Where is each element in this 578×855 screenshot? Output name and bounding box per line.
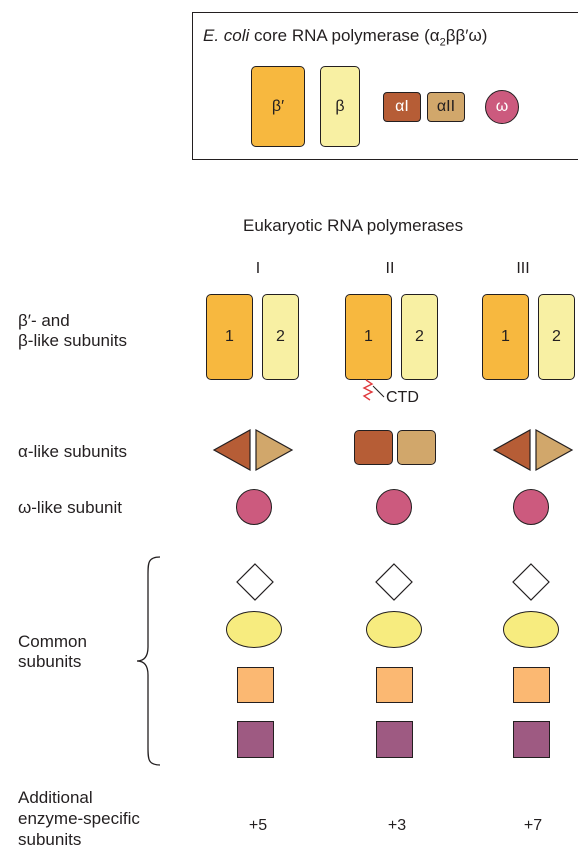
pol-III-additional-count: +7: [523, 817, 543, 834]
column-header-III: III: [516, 260, 530, 277]
pol-I-omega-circle: [236, 489, 272, 525]
pol-I-subunit-1-label: 1: [225, 328, 234, 345]
pol-III-alpha-left-triangle: [492, 428, 531, 472]
pol-II-omega-circle: [376, 489, 412, 525]
pol-II-diamond: [375, 563, 413, 601]
pol-III-diamond-subunit: [512, 563, 550, 601]
eukaryotic-heading: Eukaryotic RNA polymerases: [243, 216, 464, 235]
pol-I-alpha-like-subunits: [212, 428, 294, 472]
pol-III-orange-square-subunit: [513, 667, 550, 703]
pol-II-ellipse-subunit: [366, 611, 422, 648]
pol-III-diamond: [512, 563, 550, 601]
pol-II-subunit-1-label: 1: [364, 328, 373, 345]
ecoli-title: E. coli core RNA polymerase (α2ββ′ω): [203, 26, 487, 48]
ecoli-beta-prime-label: β′: [271, 97, 285, 115]
pol-II-alpha2-square: [397, 430, 436, 465]
ecoli-title-species: E. coli: [203, 26, 250, 45]
pol-II-subunit-2-label: 2: [415, 328, 424, 345]
pol-I-subunit-2-label: 2: [276, 328, 285, 345]
ecoli-alpha2-subunit: αII: [427, 92, 465, 122]
pol-III-large-subunit-2: 2: [538, 294, 575, 380]
ecoli-alpha1-label: αI: [395, 98, 409, 115]
row-label-beta-like-line1: β′- and: [18, 311, 70, 330]
ecoli-alpha2-label: αII: [436, 98, 456, 115]
pol-III-large-subunit-1: 1: [482, 294, 529, 380]
ecoli-title-text: core RNA polymerase (α: [249, 26, 440, 45]
pol-III-subunit-1-label: 1: [501, 328, 510, 345]
ecoli-title-end: ββ′ω): [445, 26, 488, 45]
pol-III-subunit-2-label: 2: [552, 328, 561, 345]
row-label-additional-line1: Additional: [18, 788, 93, 807]
pol-II-large-subunit-1: 1: [345, 294, 392, 380]
pol-I-orange-square-subunit: [237, 667, 274, 703]
column-header-II: II: [385, 260, 395, 277]
pol-I-large-subunit-1: 1: [206, 294, 253, 380]
row-label-common: Common subunits: [18, 632, 87, 672]
ctd-leader-line: [372, 385, 385, 398]
row-label-additional-line3: subunits: [18, 830, 82, 849]
pol-II-large-subunit-2: 2: [401, 294, 438, 380]
pol-I-purple-square-subunit: [237, 721, 274, 758]
ecoli-alpha1-subunit: αI: [383, 92, 421, 122]
pol-I-diamond: [236, 563, 274, 601]
pol-II-additional-count: +3: [387, 817, 407, 834]
pol-III-alpha-like-subunits: [492, 428, 574, 472]
common-subunits-brace: [136, 556, 161, 766]
row-label-beta-like: β′- and β-like subunits: [18, 311, 127, 351]
ctd-squiggle: [362, 379, 374, 401]
brace-path: [136, 556, 161, 766]
ctd-label: CTD: [386, 389, 419, 406]
ecoli-omega-subunit: ω: [485, 90, 519, 124]
row-label-additional-line2: enzyme-specific: [18, 809, 140, 828]
ctd-tail-icon: [362, 379, 385, 401]
pol-II-diamond-subunit: [375, 563, 413, 601]
ecoli-title-subscript: 2: [439, 36, 446, 49]
ecoli-beta-label: β: [335, 97, 345, 115]
ecoli-beta-subunit: β: [320, 66, 360, 147]
ecoli-beta-prime-subunit: β′: [251, 66, 305, 147]
pol-II-alpha1-square: [354, 430, 393, 465]
pol-II-purple-square-subunit: [376, 721, 413, 758]
pol-I-ellipse-subunit: [226, 611, 282, 648]
row-label-alpha-like: α-like subunits: [18, 442, 128, 461]
pol-III-alpha-right-triangle: [535, 428, 574, 472]
pol-III-purple-square-subunit: [513, 721, 550, 758]
ecoli-omega-label: ω: [495, 98, 509, 115]
pol-I-diamond-subunit: [236, 563, 274, 601]
pol-III-omega-circle: [513, 489, 549, 525]
pol-I-large-subunit-2: 2: [262, 294, 299, 380]
pol-I-additional-count: +5: [248, 817, 268, 834]
pol-III-ellipse-subunit: [503, 611, 559, 648]
pol-II-orange-square-subunit: [376, 667, 413, 703]
column-header-I: I: [255, 260, 261, 277]
row-label-omega-like: ω-like subunit: [18, 498, 122, 517]
pol-I-alpha-left-triangle: [212, 428, 251, 472]
row-label-additional: Additional enzyme-specific subunits: [18, 787, 140, 850]
row-label-common-line1: Common: [18, 632, 87, 651]
pol-I-alpha-right-triangle: [255, 428, 294, 472]
row-label-common-line2: subunits: [18, 652, 82, 671]
row-label-beta-like-line2: β-like subunits: [18, 331, 127, 350]
ecoli-core-polymerase-box: E. coli core RNA polymerase (α2ββ′ω) β′ …: [192, 12, 578, 160]
